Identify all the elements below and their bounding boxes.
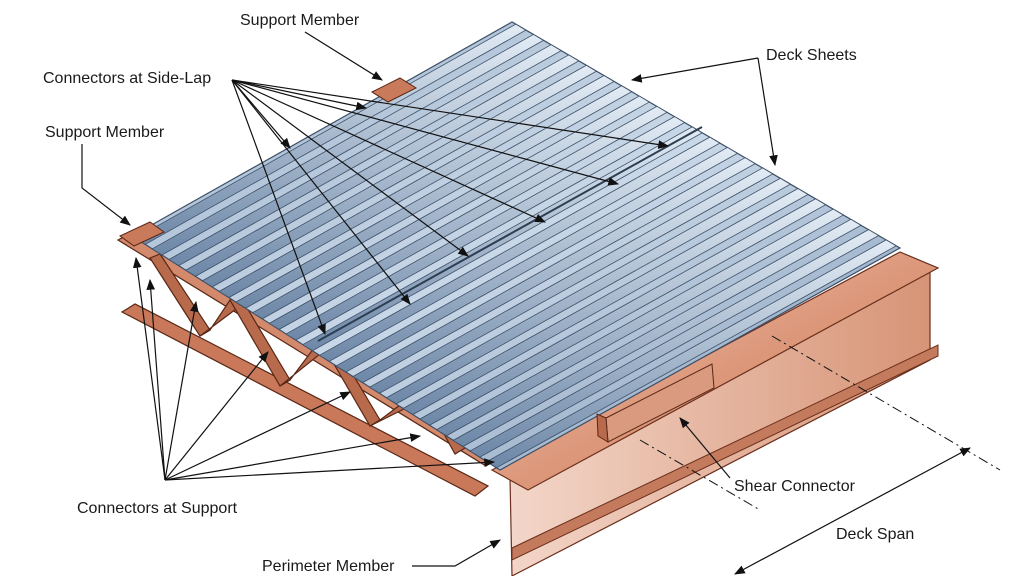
deck-rib	[234, 85, 633, 309]
deck-rib	[268, 105, 668, 330]
perimeter-member	[490, 251, 940, 576]
deck-rib	[385, 177, 792, 405]
label-deck-span: Deck Span	[836, 526, 915, 543]
deck-span-extension-line-2	[639, 439, 761, 511]
deck-rib	[335, 146, 739, 373]
label-deck-sheets: Deck Sheets	[766, 47, 857, 64]
deck-rib	[368, 167, 774, 394]
leader-lines	[81, 31, 971, 575]
deck-rib	[251, 95, 651, 320]
deck-rib	[402, 188, 809, 415]
shear-connector	[596, 363, 715, 443]
label-shear-connector: Shear Connector	[734, 478, 855, 495]
deck-rib	[452, 218, 862, 447]
deck-rib	[168, 44, 562, 267]
deck-rib	[469, 229, 880, 458]
support-member-top-bracket	[370, 77, 418, 103]
label-connectors-support: Connectors at Support	[77, 500, 238, 517]
deck-rib	[435, 208, 845, 437]
label-support-member-top: Support Member	[240, 12, 360, 29]
label-support-member-left: Support Member	[45, 124, 165, 141]
deck-rib	[285, 116, 686, 341]
support-member-left-bracket	[119, 221, 165, 247]
label-perimeter-member: Perimeter Member	[262, 558, 395, 575]
deck-rib	[352, 157, 756, 384]
deck-sheets	[130, 21, 902, 471]
deck-rib	[418, 198, 827, 426]
deck-rib	[318, 136, 721, 362]
deck-ribs	[134, 23, 897, 469]
deck-rib	[218, 75, 615, 298]
label-connectors-side-lap: Connectors at Side-Lap	[43, 70, 212, 87]
deck-span-extension-line	[771, 335, 1001, 471]
